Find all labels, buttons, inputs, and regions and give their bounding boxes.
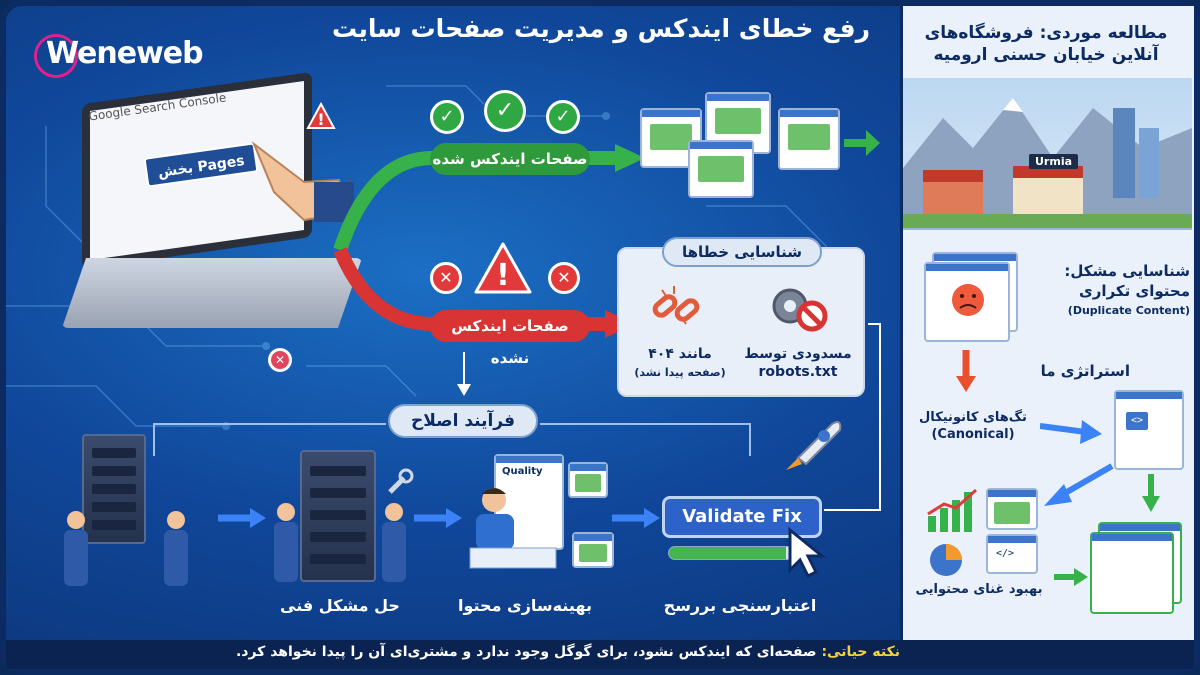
canonical-line1: تگ‌های کانونیکال	[919, 410, 1027, 425]
server-rack	[82, 434, 146, 544]
fix-process-title: فرآیند اصلاح	[388, 404, 538, 438]
arrow-right-icon	[612, 508, 660, 528]
arrow-right-icon	[414, 508, 462, 528]
footer-bar	[6, 640, 1194, 669]
step-content-optimization-label: بهینه‌سازی محتوا	[457, 596, 592, 615]
step-validation-label: اعتبارسنجی بررسح	[663, 596, 817, 615]
laptop-keyboard	[62, 258, 362, 328]
check-icon: ✓	[546, 100, 580, 134]
writer-person-icon	[469, 488, 557, 569]
image-card	[568, 462, 608, 498]
panel-divider	[903, 228, 1192, 230]
server-rack	[300, 450, 376, 582]
image-card	[572, 532, 614, 568]
error-404-line2: (صفحه پیدا نشد)	[634, 366, 726, 379]
laptop-illustration	[62, 71, 362, 333]
warning-icon: !	[306, 102, 336, 129]
check-icon: ✓	[430, 100, 464, 134]
validation-progress-bar	[668, 546, 808, 560]
errors-panel	[617, 247, 865, 397]
step-technical-fix-label: حل مشکل فنی	[280, 596, 400, 615]
bar-chart-icon	[927, 488, 978, 532]
case-study-title: مطالعه موردی: فروشگاه‌های آنلاین خیابان …	[904, 22, 1188, 66]
diagonal-arrow-icon	[1044, 463, 1114, 506]
indexed-page-card	[688, 140, 754, 198]
city-illustration: Urmia	[903, 78, 1192, 228]
footer-key: نکته حیاتی:	[821, 644, 900, 660]
cursor-icon	[788, 526, 827, 578]
robots-line1: مسدودی توسط	[744, 346, 852, 362]
content-enrichment-label: بهبود غنای محتوایی	[915, 582, 1043, 597]
arrow-right-icon	[218, 508, 266, 528]
validate-fix-button[interactable]: Validate Fix	[662, 496, 822, 538]
down-arrow-icon	[1142, 474, 1160, 512]
technician-icon	[64, 511, 188, 586]
logo-ring-icon	[34, 34, 78, 78]
indexed-pages-label: صفحات ایندکس شده	[430, 143, 590, 175]
brand-logo: Weneweb	[46, 36, 204, 71]
arrow-right-icon	[1040, 420, 1102, 444]
indexed-result-page	[1090, 532, 1174, 614]
problem-line3: (Duplicate Content)	[1067, 304, 1190, 317]
duplicate-page-card	[924, 262, 1010, 342]
case-study-title-line1: مطالعه موردی: فروشگاه‌های	[924, 23, 1168, 43]
rocket-icon	[786, 421, 842, 470]
error-404-label: مانند ۴۰۴ (صفحه پیدا نشد)	[626, 346, 734, 379]
process-bracket	[153, 423, 751, 456]
down-arrow-icon	[457, 352, 471, 396]
case-study-title-line2: آنلاین خیابان حسنی ارومیه	[933, 45, 1159, 65]
problem-identification: شناسایی مشکل: محتوای تکراری (Duplicate C…	[1030, 262, 1190, 317]
quality-tag: Quality	[502, 466, 543, 477]
sad-face-icon	[952, 284, 984, 316]
urmia-sign: Urmia	[1029, 154, 1079, 169]
canonical-tags-label: تگ‌های کانونیکال (Canonical)	[908, 410, 1038, 442]
pointing-hand-icon	[251, 140, 354, 222]
blocked-gear-icon	[772, 288, 828, 332]
technician-icon	[274, 503, 406, 582]
footer-note: نکته حیاتی: صفحه‌ای که ایندکس نشود، برای…	[236, 644, 900, 660]
robots-line2: robots.txt	[758, 364, 838, 380]
close-icon: ✕	[548, 262, 580, 294]
footer-text: صفحه‌ای که ایندکس نشود، برای گوگل وجود ن…	[235, 644, 822, 660]
code-icon: </>	[996, 548, 1015, 559]
problem-line1: شناسایی مشکل:	[1064, 262, 1190, 280]
error-x-icon: ✕	[268, 348, 292, 372]
city-scene	[903, 98, 1192, 228]
down-arrow-icon	[956, 350, 976, 392]
broken-link-icon	[652, 286, 700, 325]
warning-icon: !	[474, 242, 532, 294]
enriched-image-card	[986, 488, 1038, 530]
canonical-line2: (Canonical)	[931, 427, 1015, 442]
pie-chart-icon	[930, 544, 962, 576]
robots-blocked-label: مسدودی توسط robots.txt	[738, 346, 858, 380]
svg-text:!: !	[317, 110, 324, 129]
svg-text:!: !	[496, 258, 510, 293]
canonical-code-page: <>	[1114, 390, 1184, 470]
arrow-right-icon	[1054, 568, 1088, 586]
error-404-line1: مانند ۴۰۴	[648, 346, 712, 362]
page-title: رفع خطای ایندکس و مدیریت صفحات سایت	[332, 14, 870, 43]
indexed-page-card	[778, 108, 840, 170]
wrench-icon	[388, 468, 414, 494]
connector-line	[824, 323, 881, 511]
not-indexed-pages-label: صفحات ایندکس نشده	[430, 310, 590, 367]
problem-line2: محتوای تکراری	[1079, 282, 1190, 300]
progress-fill	[669, 547, 787, 559]
errors-title: شناسایی خطاها	[662, 237, 822, 267]
strategy-label: استراتژی ما	[1040, 362, 1130, 380]
check-icon: ✓	[484, 90, 526, 132]
close-icon: ✕	[430, 262, 462, 294]
arrow-right-icon	[844, 130, 880, 156]
code-icon: <>	[1126, 412, 1148, 430]
enriched-code-card: </>	[986, 534, 1038, 574]
